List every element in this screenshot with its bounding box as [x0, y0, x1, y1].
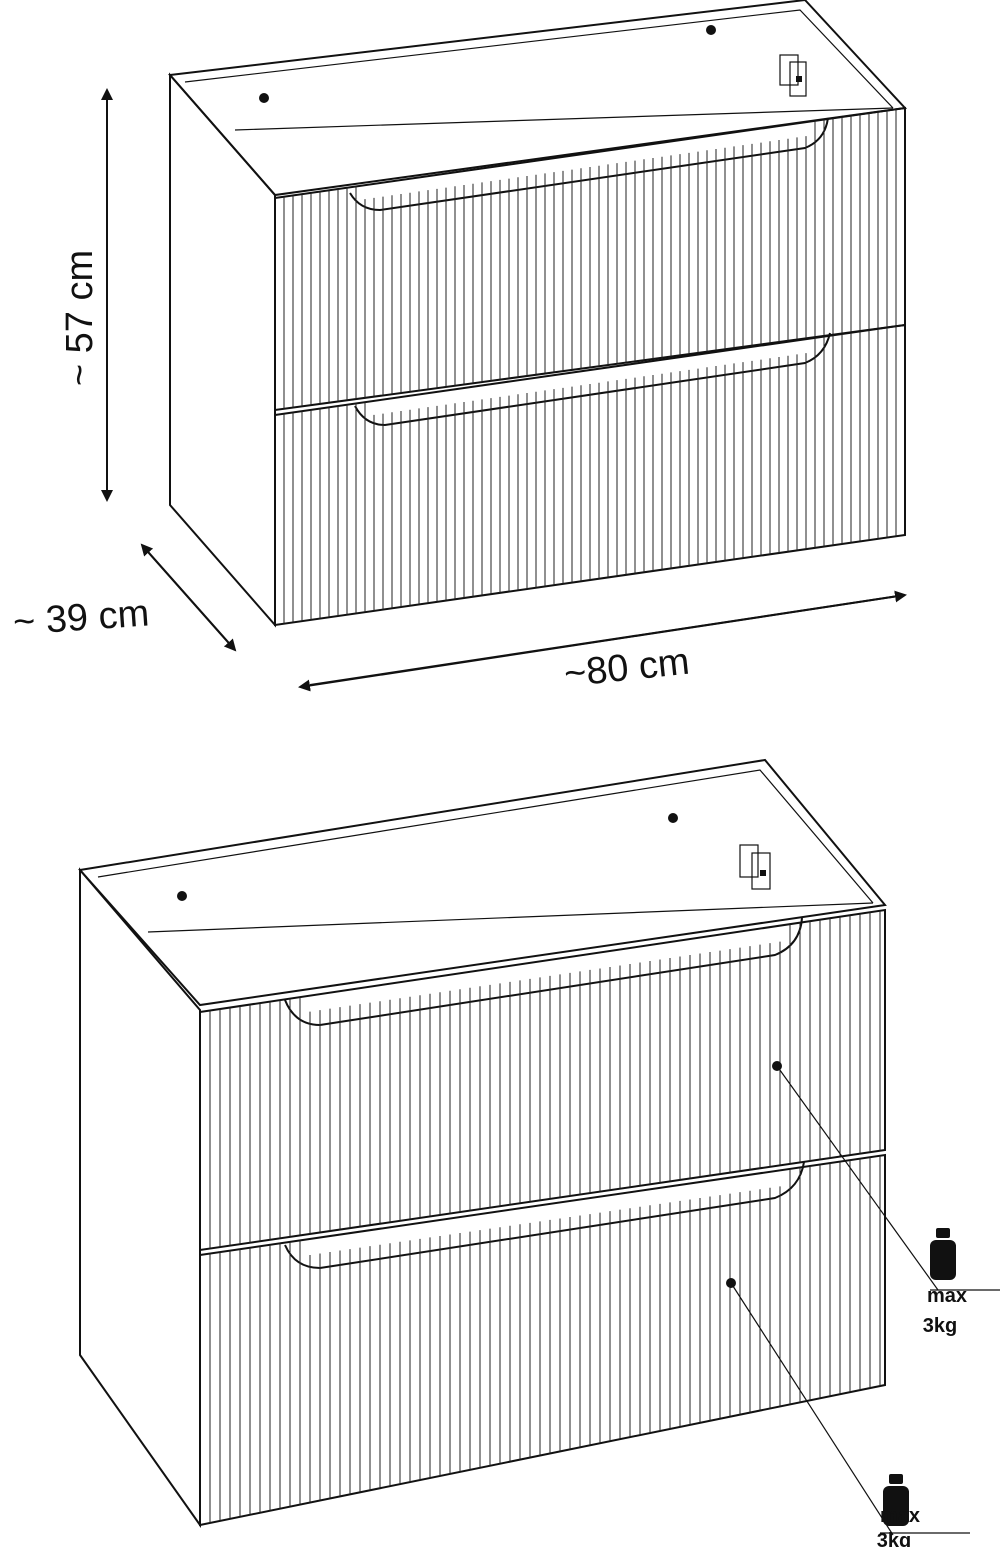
cabinet-top-frame [78, 758, 887, 1007]
mounting-hole [259, 93, 269, 103]
cabinet-load-view: max 3kg max 3kg [78, 758, 1000, 1547]
lower-drawer-load-badge: max 3kg [877, 1474, 920, 1547]
cabinet-top-frame [167, 0, 908, 197]
cabinet-dimension-view: ~ 57 cm ~ 39 cm ~80 cm [12, 0, 908, 696]
lower-drawer-front [274, 323, 906, 627]
cabinet-side-panel [79, 867, 201, 1529]
drawer-fluting [209, 1155, 881, 1523]
depth-label: ~ 39 cm [12, 592, 151, 643]
mounting-hole [177, 891, 187, 901]
load-max-label: max [880, 1505, 920, 1527]
drawer-handle-cutout [354, 332, 831, 427]
load-leader-line [730, 1282, 894, 1536]
weight-icon [883, 1474, 909, 1526]
drawer-handle-cutout [284, 917, 803, 1027]
mounting-hole [668, 813, 678, 823]
upper-drawer-load-badge: max 3kg [923, 1228, 967, 1337]
load-max-label: max [927, 1285, 967, 1307]
cabinet-back-edge [184, 9, 894, 109]
lower-drawer-front [199, 1153, 886, 1527]
drawer-fluting [209, 910, 881, 1249]
drawer-fluting [283, 326, 897, 624]
mounting-hole [706, 25, 716, 35]
hanging-bracket [739, 844, 771, 890]
cabinet-back-edge [97, 769, 874, 904]
width-label: ~80 cm [562, 641, 691, 696]
load-weight-label: 3kg [923, 1315, 957, 1337]
height-label: ~ 57 cm [59, 250, 101, 386]
load-weight-label: 3kg [877, 1530, 911, 1547]
weight-icon [930, 1228, 956, 1280]
load-leader-line [776, 1065, 939, 1291]
cabinet-side-panel [169, 72, 276, 628]
hanging-bracket [779, 54, 807, 97]
drawer-handle-cutout [284, 1161, 805, 1270]
upper-drawer-front [274, 106, 906, 412]
drawer-fluting [283, 109, 897, 409]
drawer-handle-cutout [349, 117, 829, 212]
upper-drawer-front [199, 908, 886, 1252]
